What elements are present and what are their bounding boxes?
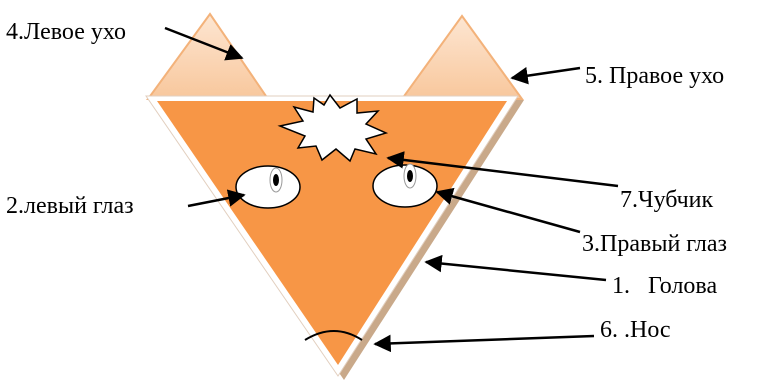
label-forelock: 7.Чубчик (620, 186, 713, 214)
arrow-right-eye (437, 192, 580, 232)
label-right-ear: 5. Правое ухо (585, 62, 724, 90)
left-eye (236, 166, 300, 208)
left-ear (148, 14, 268, 99)
label-left-ear: 4.Левое ухо (6, 18, 126, 46)
label-nose: 6. .Нос (600, 316, 671, 344)
arrow-head (426, 262, 606, 280)
right-ear (402, 16, 522, 99)
label-head: 1. Голова (612, 272, 717, 300)
label-left-eye: 2.левый глаз (6, 192, 134, 220)
arrow-right-ear (512, 68, 580, 78)
right-eye (373, 164, 437, 207)
arrow-nose (375, 336, 594, 344)
label-right-eye: 3.Правый глаз (582, 230, 727, 258)
